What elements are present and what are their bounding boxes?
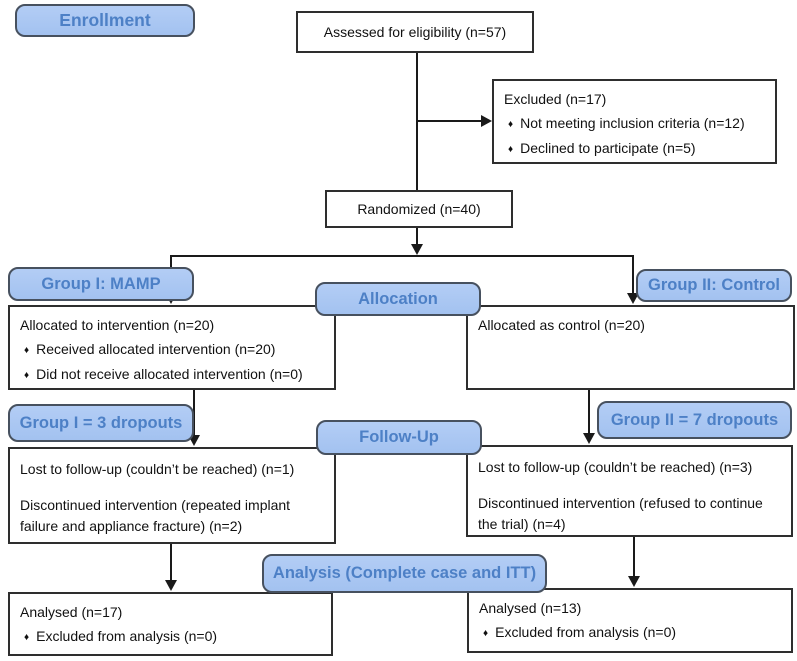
analysed-group2-bullet-1: ♦ Excluded from analysis (n=0) (483, 622, 781, 643)
connector-split-right (632, 255, 634, 295)
diamond-bullet-icon: ♦ (483, 628, 489, 640)
connector-allocation-followup-left (193, 390, 195, 437)
stage-label-group1-dropouts-text: Group I = 3 dropouts (19, 413, 183, 432)
stage-label-group2-control: Group II: Control (636, 269, 792, 302)
followup-group1-box: Lost to follow-up (couldn’t be reached) … (8, 447, 336, 544)
allocated-intervention-bullet-1-text: Received allocated intervention (n=20) (36, 341, 276, 358)
excluded-box: Excluded (n=17) ♦ Not meeting inclusion … (492, 79, 777, 164)
connector-followup-analysis-left (170, 544, 172, 582)
assessed-eligibility-text: Assessed for eligibility (n=57) (323, 23, 507, 40)
arrowhead-excluded-icon (481, 115, 492, 127)
analysed-group1-box: Analysed (n=17) ♦ Excluded from analysis… (8, 592, 333, 656)
followup-group2-box: Lost to follow-up (couldn’t be reached) … (466, 445, 793, 537)
analysed-group1-bullet-1: ♦ Excluded from analysis (n=0) (24, 626, 321, 647)
analysed-group1-title: Analysed (n=17) (20, 604, 123, 620)
analysed-group2-box: Analysed (n=13) ♦ Excluded from analysis… (467, 588, 793, 653)
arrowhead-analysis-right-icon (628, 576, 640, 587)
connector-branch-excluded (416, 120, 483, 122)
arrowhead-allocation-right-icon (627, 293, 639, 304)
diamond-bullet-icon: ♦ (24, 369, 30, 381)
stage-label-analysis-text: Analysis (Complete case and ITT) (272, 564, 537, 582)
stage-label-group2-dropouts: Group II = 7 dropouts (597, 401, 792, 439)
analysed-group1-bullet-1-text: Excluded from analysis (n=0) (36, 628, 218, 645)
followup-group1-line-1: Lost to follow-up (couldn’t be reached) … (20, 461, 295, 477)
connector-split-horizontal (170, 255, 634, 257)
stage-label-group1-dropouts: Group I = 3 dropouts (8, 404, 194, 442)
excluded-bullet-2: ♦ Declined to participate (n=5) (508, 138, 765, 159)
excluded-bullet-1: ♦ Not meeting inclusion criteria (n=12) (508, 113, 765, 134)
analysed-group2-bullet-1-text: Excluded from analysis (n=0) (495, 624, 677, 641)
stage-label-analysis: Analysis (Complete case and ITT) (262, 554, 547, 593)
stage-label-group2-dropouts-text: Group II = 7 dropouts (610, 410, 779, 429)
diamond-bullet-icon: ♦ (508, 119, 514, 131)
followup-group2-line-1: Lost to follow-up (couldn’t be reached) … (478, 459, 753, 475)
stage-label-group1-mamp-text: Group I: MAMP (41, 274, 161, 293)
connector-followup-analysis-right (633, 537, 635, 578)
arrowhead-analysis-left-icon (165, 580, 177, 591)
allocated-control-box: Allocated as control (n=20) (466, 305, 795, 390)
arrowhead-split-icon (411, 244, 423, 255)
analysed-group2-title: Analysed (n=13) (479, 600, 582, 616)
connector-allocation-followup-right (588, 390, 590, 435)
allocated-intervention-box: Allocated to intervention (n=20) ♦ Recei… (8, 305, 336, 390)
diamond-bullet-icon: ♦ (24, 632, 30, 644)
allocated-control-title: Allocated as control (n=20) (478, 317, 645, 333)
stage-label-allocation: Allocation (315, 282, 481, 316)
randomized-box: Randomized (n=40) (325, 190, 513, 228)
diamond-bullet-icon: ♦ (24, 345, 30, 357)
allocated-intervention-title: Allocated to intervention (n=20) (20, 317, 215, 333)
allocated-intervention-bullet-2: ♦ Did not receive allocated intervention… (24, 364, 324, 385)
excluded-bullet-2-text: Declined to participate (n=5) (520, 139, 696, 156)
excluded-title: Excluded (n=17) (504, 91, 607, 107)
assessed-eligibility-box: Assessed for eligibility (n=57) (296, 11, 534, 53)
allocated-intervention-bullet-2-text: Did not receive allocated intervention (… (36, 365, 303, 382)
stage-label-enrollment-text: Enrollment (59, 10, 151, 30)
stage-label-enrollment: Enrollment (15, 4, 195, 37)
arrowhead-followup-left-icon (188, 435, 200, 446)
stage-label-followup-text: Follow-Up (359, 428, 439, 446)
stage-label-followup: Follow-Up (316, 420, 482, 455)
excluded-bullet-1-text: Not meeting inclusion criteria (n=12) (520, 115, 745, 132)
followup-group2-line-2: Discontinued intervention (refused to co… (478, 495, 763, 532)
connector-randomized-split (416, 228, 418, 246)
stage-label-group2-control-text: Group II: Control (648, 276, 780, 294)
followup-group1-line-2: Discontinued intervention (repeated impl… (20, 497, 291, 534)
stage-label-group1-mamp: Group I: MAMP (8, 267, 194, 301)
arrowhead-followup-right-icon (583, 433, 595, 444)
randomized-text: Randomized (n=40) (357, 200, 481, 217)
allocated-intervention-bullet-1: ♦ Received allocated intervention (n=20) (24, 339, 324, 360)
stage-label-allocation-text: Allocation (358, 289, 438, 308)
diamond-bullet-icon: ♦ (508, 143, 514, 155)
